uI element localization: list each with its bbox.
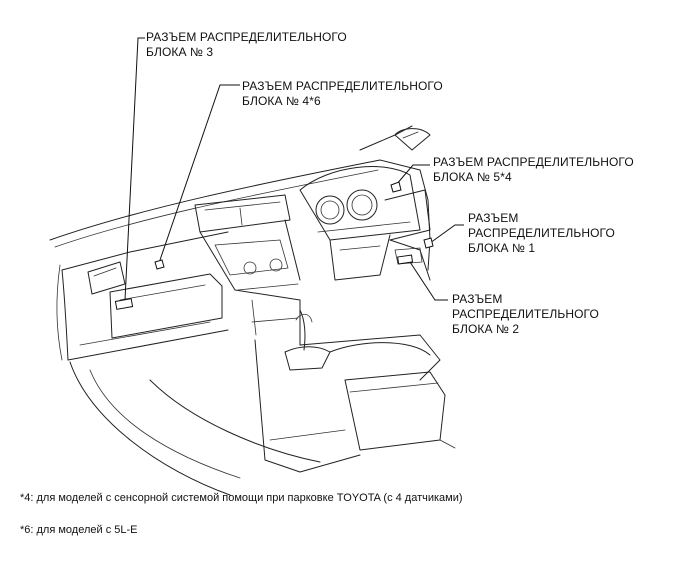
connector-jb5 xyxy=(390,181,402,193)
label-junction-block-2: РАЗЪЕМ РАСПРЕДЕЛИТЕЛЬНОГО БЛОКА № 2 xyxy=(452,292,599,336)
footnote-4: *4: для моделей с сенсорной системой пом… xyxy=(20,492,463,504)
dashboard-outline xyxy=(49,125,456,496)
footnote-6: *6: для моделей с 5L-E xyxy=(20,524,138,536)
label-junction-block-1: РАЗЪЕМ РАСПРЕДЕЛИТЕЛЬНОГО БЛОКА № 1 xyxy=(468,211,615,255)
connector-jb3 xyxy=(114,298,134,310)
label-junction-block-3: РАЗЪЕМ РАСПРЕДЕЛИТЕЛЬНОГО БЛОКА № 3 xyxy=(146,30,347,59)
leader-jb4 xyxy=(159,84,240,261)
leader-jb2 xyxy=(409,261,448,301)
leader-jb5 xyxy=(395,164,430,186)
connector-jb1 xyxy=(423,237,434,249)
connector-jb4 xyxy=(154,259,165,270)
leader-lines xyxy=(124,37,464,301)
leader-jb3 xyxy=(124,37,145,301)
connectors xyxy=(114,181,434,310)
label-junction-block-5: РАЗЪЕМ РАСПРЕДЕЛИТЕЛЬНОГО БЛОКА № 5*4 xyxy=(433,155,634,184)
leader-jb1 xyxy=(429,224,464,244)
label-junction-block-4: РАЗЪЕМ РАСПРЕДЕЛИТЕЛЬНОГО БЛОКА № 4*6 xyxy=(242,79,443,108)
connector-jb2 xyxy=(397,254,414,265)
